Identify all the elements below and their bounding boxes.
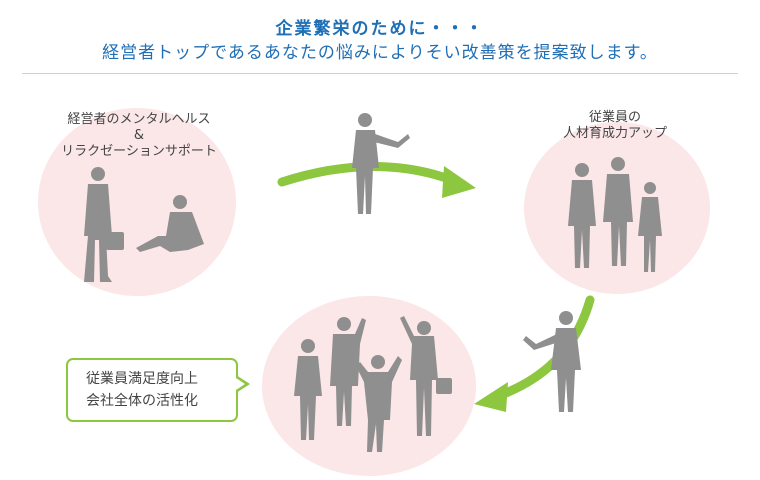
- businessman-icon: [84, 167, 124, 282]
- presenter-icon: [523, 311, 581, 412]
- seated-person-icon: [136, 195, 204, 252]
- employees-label-line2: 人材育成力アップ: [562, 126, 667, 141]
- top-arrow-icon: [277, 162, 476, 198]
- presenter-icon: [352, 113, 410, 214]
- mental-health-circle: [38, 108, 236, 296]
- employees-label-line1: 従業員の: [588, 110, 641, 125]
- callout-tail-inner: [236, 378, 245, 390]
- result-callout: 従業員満足度向上 会社全体の活性化: [66, 358, 238, 422]
- result-callout-line1: 従業員満足度向上: [86, 371, 198, 387]
- team-icon: [568, 157, 662, 272]
- mental-health-label-line3: リラクゼーションサポート: [61, 144, 217, 159]
- mental-health-label-line1: 経営者のメンタルヘルス: [67, 112, 211, 127]
- result-callout-line2: 会社全体の活性化: [86, 393, 198, 409]
- mental-health-label-line2: &: [133, 128, 145, 143]
- mental-health-label: 経営者のメンタルヘルス & リラクゼーションサポート: [34, 112, 244, 160]
- page-subtitle: 経営者トップであるあなたの悩みによりそい改善策を提案致します。: [102, 43, 658, 63]
- celebrating-group-icon: [294, 316, 452, 452]
- employees-label: 従業員の 人材育成力アップ: [530, 110, 700, 142]
- page-title: 企業繁栄のために・・・: [275, 19, 485, 39]
- header-divider: [22, 73, 738, 74]
